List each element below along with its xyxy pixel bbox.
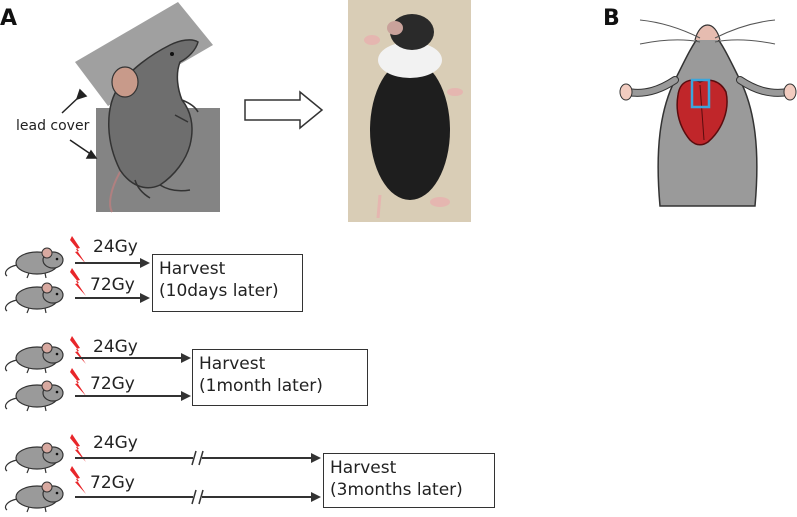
group-2-arrow-1-head [181,353,191,363]
lead-cover-pointer-arrows [61,88,98,159]
group-2-lightning-bolt-icon-2 [70,368,86,396]
mouse-photograph [348,0,471,222]
group-2-harvest-time: (1month later) [199,376,323,396]
group-1-harvest-title: Harvest [159,259,226,279]
group-1-dose-2-label: 72Gy [90,275,135,295]
group-3-lightning-bolt-icon-1 [70,434,86,462]
group-3-lightning-bolt-icon-2 [70,466,86,494]
group-1-mouse-2 [4,282,64,314]
group-3-mouse-2 [4,481,64,513]
group-2-dose-2-label: 72Gy [90,374,135,394]
group-1-lightning-bolt-icon-1 [70,236,86,264]
group-3-dose-2-label: 72Gy [90,473,135,493]
group-3-arrow-2-head [311,492,321,502]
right-arrow-icon [244,90,324,130]
group-3-axis-break-icon-2-gap [193,490,202,504]
group-2-mouse-2 [4,380,64,412]
group-3-axis-break-icon-2-slash-1 [191,489,197,505]
group-2-harvest-box: Harvest (1month later) [192,349,368,406]
mouse-side-figure [108,39,199,213]
group-3-harvest-time: (3months later) [330,480,463,500]
group-1-dose-1-label: 24Gy [93,237,138,257]
group-3-dose-1-label: 24Gy [93,433,138,453]
group-2-mouse-1 [4,342,64,374]
group-3-harvest-title: Harvest [330,458,397,478]
group-3-axis-break-icon-2-slash-2 [198,489,204,505]
biopsy-marker [690,78,711,109]
group-2-dose-1-label: 24Gy [93,337,138,357]
group-3-axis-break-icon-1-slash-1 [191,450,197,466]
group-3-arrow-1-head [311,453,321,463]
group-1-arrow-2-head [140,293,150,303]
group-3-mouse-1 [4,442,64,474]
group-3-axis-break-icon-1-gap [193,451,202,465]
group-1-arrow-1-head [140,258,150,268]
group-3-harvest-box: Harvest (3months later) [323,453,495,508]
panel-label-a: A [0,6,18,31]
head-lead-cover [75,2,213,106]
group-1-harvest-box: Harvest (10days later) [152,254,303,312]
group-3-axis-break-icon-1-slash-2 [198,450,204,466]
lead-cover-label: lead cover [16,118,90,134]
group-1-lightning-bolt-icon-2 [70,268,86,296]
group-1-mouse-1 [4,247,64,279]
group-2-arrow-2-head [181,391,191,401]
group-2-lightning-bolt-icon-1 [70,336,86,364]
group-1-harvest-time: (10days later) [159,281,279,301]
panel-label-b: B [603,6,620,31]
group-2-harvest-title: Harvest [199,354,266,374]
